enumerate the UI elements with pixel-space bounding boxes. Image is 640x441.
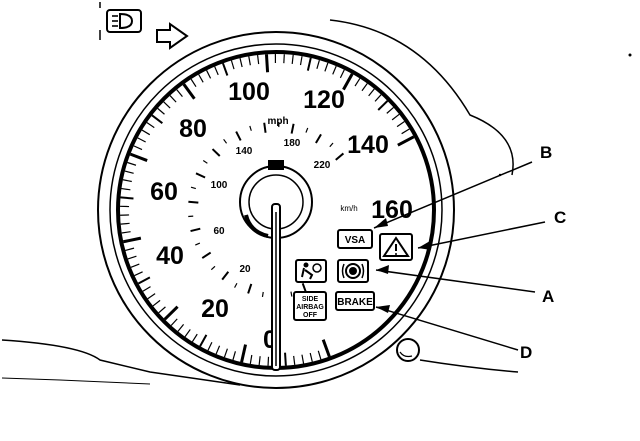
side-airbag-off-indicator: SIDE AIRBAG OFF	[294, 292, 326, 320]
mph-tick	[121, 197, 134, 198]
kmh-tick	[264, 123, 265, 133]
trip-reset-knob	[397, 339, 419, 361]
side-airbag-line-2: AIRBAG	[296, 304, 324, 311]
mph-tick	[266, 54, 267, 72]
vsa-label: VSA	[345, 235, 366, 246]
kmh-label-60: 60	[213, 226, 225, 237]
mph-label-40: 40	[156, 242, 184, 270]
callout-b: B	[540, 143, 552, 162]
kmh-label-180: 180	[284, 138, 301, 149]
mph-label-80: 80	[179, 115, 207, 143]
mph-label-140: 140	[347, 131, 389, 159]
kmh-label-220: 220	[314, 160, 331, 171]
parking-brake-indicator	[338, 260, 368, 282]
mph-label-20: 20	[201, 295, 229, 323]
kmh-label-20: 20	[239, 264, 251, 275]
mph-label-100: 100	[228, 78, 270, 106]
mph-unit-label: mph	[267, 116, 288, 127]
brake-indicator: BRAKE	[336, 292, 374, 310]
speed-needle	[272, 204, 280, 370]
mph-tick	[121, 223, 130, 224]
hub-top-cap	[268, 160, 284, 170]
dash-speck	[629, 54, 632, 57]
mph-label-60: 60	[150, 178, 178, 206]
warning-triangle-indicator	[380, 234, 412, 260]
mph-tick	[285, 353, 286, 366]
kmh-tick	[262, 292, 263, 297]
dash-panel-bottom-line	[2, 378, 150, 384]
brake-label: BRAKE	[337, 297, 373, 308]
airbag-indicator	[296, 260, 326, 282]
kmh-tick	[188, 202, 198, 203]
kmh-unit-label: km/h	[340, 204, 357, 213]
headlight-indicator-icon	[107, 10, 141, 32]
callout-d: D	[520, 343, 532, 362]
callout-a: A	[542, 287, 554, 306]
kmh-label-140: 140	[236, 146, 253, 157]
kmh-label-100: 100	[211, 180, 228, 191]
side-airbag-line-1: SIDE	[302, 296, 319, 303]
vsa-indicator: VSA	[338, 230, 372, 248]
callout-c: C	[554, 208, 566, 227]
mph-label-120: 120	[303, 86, 345, 114]
side-airbag-line-3: OFF	[303, 312, 318, 319]
turn-signal-arrow-icon	[157, 24, 187, 48]
